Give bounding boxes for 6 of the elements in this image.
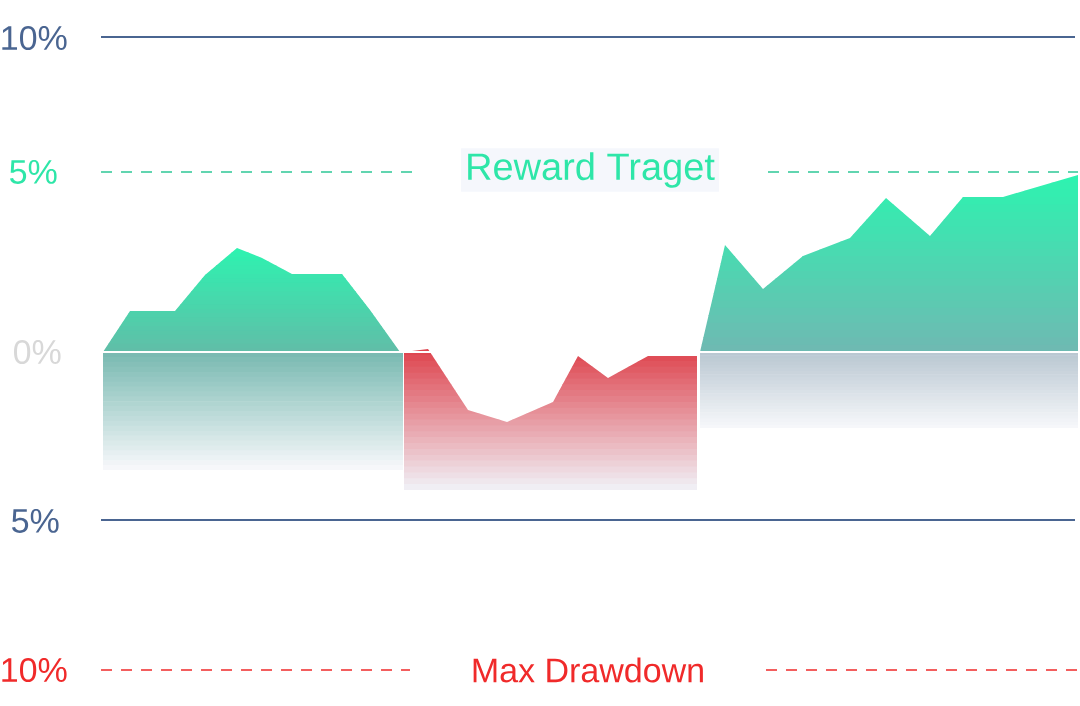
axis-label: 5%: [10, 160, 57, 184]
drawdown-label: Max Drawdown: [473, 657, 703, 683]
axis-label: 10%: [2, 25, 67, 50]
axis-label: 10%: [2, 657, 67, 682]
target-label: Reward Traget: [461, 148, 719, 192]
axis-label: 5%: [12, 509, 59, 533]
